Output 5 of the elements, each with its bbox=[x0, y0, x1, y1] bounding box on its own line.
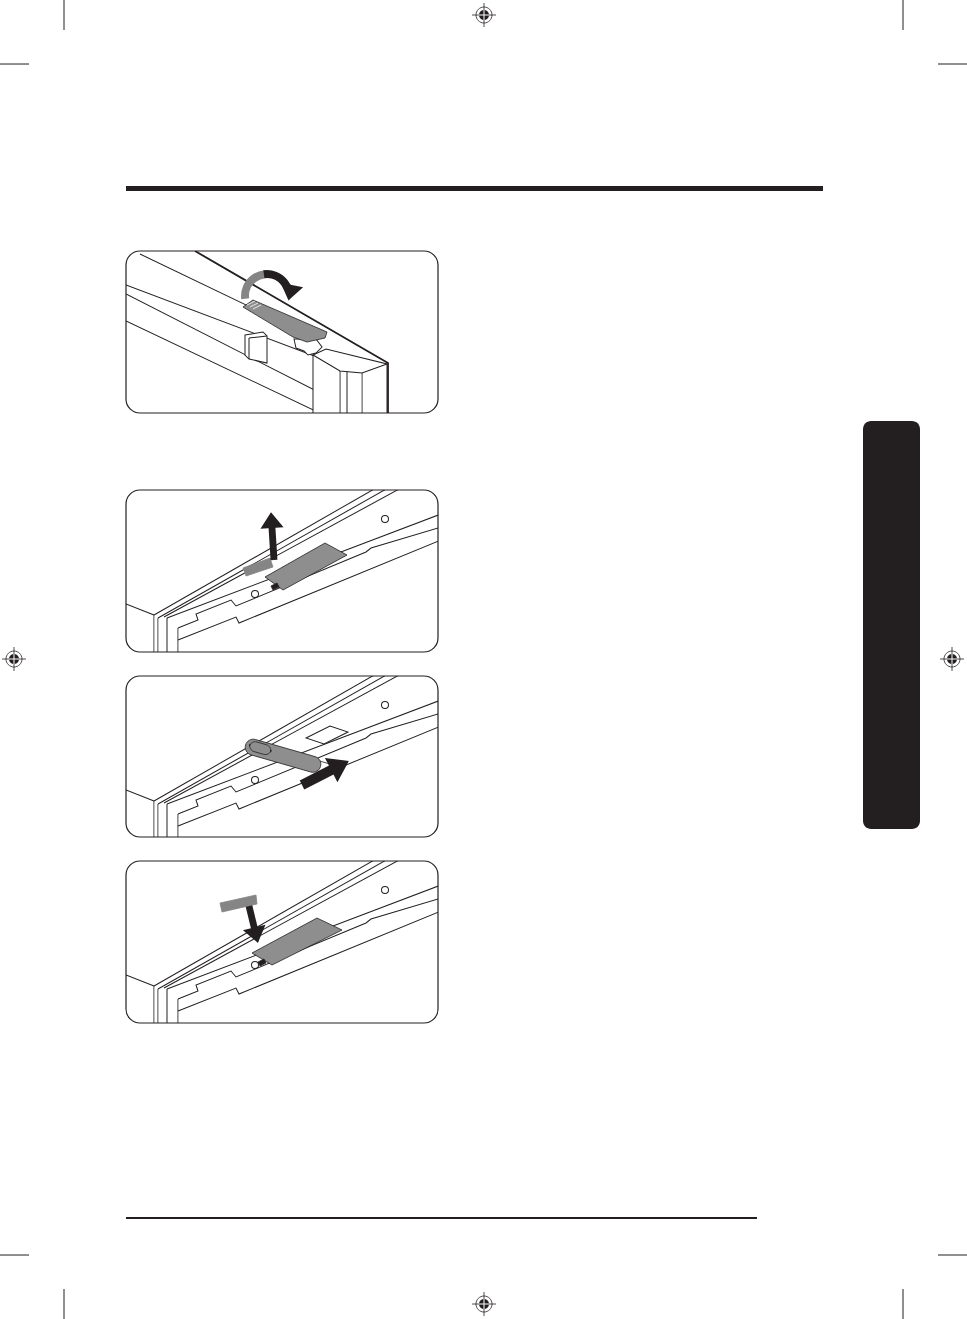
illustration bbox=[125, 675, 439, 838]
illustration bbox=[125, 860, 439, 1024]
side-tab bbox=[863, 421, 920, 829]
illustration bbox=[125, 250, 439, 414]
illustration bbox=[125, 489, 439, 653]
